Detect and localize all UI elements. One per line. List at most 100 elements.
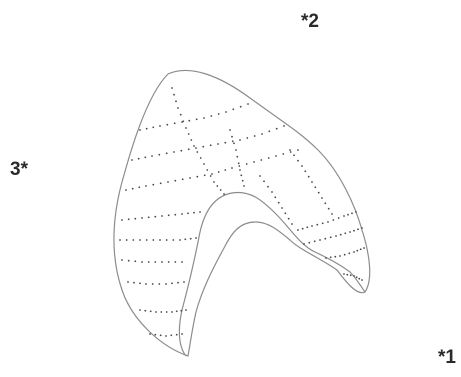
texture-dot bbox=[242, 180, 244, 182]
texture-dot bbox=[160, 311, 162, 313]
texture-dot bbox=[151, 155, 153, 157]
texture-dot bbox=[268, 157, 270, 159]
texture-dot bbox=[328, 208, 330, 210]
texture-dot bbox=[303, 243, 305, 245]
texture-dot bbox=[121, 259, 123, 261]
texture-dot bbox=[276, 128, 278, 130]
texture-dot bbox=[297, 149, 299, 151]
texture-dot bbox=[171, 87, 173, 89]
texture-dot bbox=[356, 276, 358, 278]
texture-dot bbox=[297, 229, 299, 231]
texture-dot bbox=[166, 311, 168, 313]
texture-dot bbox=[324, 202, 326, 204]
texture-dot bbox=[216, 185, 218, 187]
texture-dot bbox=[174, 180, 176, 182]
texture-dot bbox=[260, 159, 262, 161]
texture-dot bbox=[243, 185, 245, 187]
texture-dot bbox=[177, 107, 179, 109]
texture-dot bbox=[159, 239, 161, 241]
texture-dot bbox=[200, 157, 202, 159]
texture-dot bbox=[160, 334, 162, 336]
texture-dot bbox=[193, 212, 195, 214]
texture-dot bbox=[344, 232, 346, 234]
texture-dot bbox=[165, 335, 167, 337]
texture-dot bbox=[330, 236, 332, 238]
texture-dot bbox=[223, 193, 225, 195]
texture-dot bbox=[238, 162, 240, 164]
texture-dot bbox=[275, 155, 277, 157]
texture-dot bbox=[203, 163, 205, 165]
texture-dot bbox=[297, 160, 299, 162]
texture-dot bbox=[176, 334, 178, 336]
texture-dot bbox=[185, 127, 187, 129]
texture-dot bbox=[324, 238, 326, 240]
texture-dot bbox=[224, 169, 226, 171]
texture-dot bbox=[314, 240, 316, 242]
texture-dot bbox=[353, 230, 355, 232]
texture-dot bbox=[139, 282, 141, 284]
texture-dot bbox=[311, 181, 313, 183]
texture-dot bbox=[158, 283, 160, 285]
texture-dot bbox=[195, 147, 197, 149]
texture-dot bbox=[319, 239, 321, 241]
texture-dot bbox=[145, 283, 147, 285]
texture-dot bbox=[190, 139, 192, 141]
texture-dot bbox=[363, 247, 365, 249]
texture-dot bbox=[139, 309, 141, 311]
texture-dot bbox=[152, 239, 154, 241]
texture-dot bbox=[196, 151, 198, 153]
texture-dot bbox=[181, 261, 183, 263]
texture-dot bbox=[233, 142, 235, 144]
texture-dot bbox=[133, 282, 135, 284]
texture-dot bbox=[172, 239, 174, 241]
texture-dot bbox=[239, 139, 241, 141]
texture-dot bbox=[246, 137, 248, 139]
texture-dot bbox=[361, 227, 363, 229]
texture-dot bbox=[206, 169, 208, 171]
texture-dot bbox=[346, 274, 348, 276]
texture-dot bbox=[199, 211, 201, 213]
texture-dot bbox=[179, 239, 181, 241]
texture-dot bbox=[278, 202, 280, 204]
texture-dot bbox=[141, 217, 143, 219]
texture-dot bbox=[195, 237, 197, 239]
texture-dot bbox=[131, 159, 133, 161]
texture-dot bbox=[155, 311, 157, 313]
texture-dot bbox=[274, 196, 276, 198]
texture-dot bbox=[127, 281, 129, 283]
texture-dot bbox=[218, 171, 220, 173]
texture-dot bbox=[165, 283, 167, 285]
texture-dot bbox=[146, 239, 148, 241]
texture-dot bbox=[166, 152, 168, 154]
texture-dot bbox=[235, 149, 237, 151]
texture-dot bbox=[218, 113, 220, 115]
texture-dot bbox=[132, 188, 134, 190]
texture-dot bbox=[358, 278, 360, 280]
texture-dot bbox=[180, 114, 182, 116]
texture-dot bbox=[213, 181, 215, 183]
texture-dot bbox=[128, 260, 130, 262]
texture-dot bbox=[145, 185, 147, 187]
texture-dot bbox=[240, 174, 242, 176]
texture-dot bbox=[210, 115, 212, 117]
texture-dot bbox=[134, 218, 136, 220]
texture-dot bbox=[138, 186, 140, 188]
dot-grid bbox=[119, 87, 365, 337]
texture-dot bbox=[174, 261, 176, 263]
texture-dot bbox=[308, 242, 310, 244]
texture-dot bbox=[180, 310, 182, 312]
texture-dot bbox=[210, 175, 212, 177]
texture-dot bbox=[189, 177, 191, 179]
texture-dot bbox=[183, 281, 185, 283]
texture-dot bbox=[158, 154, 160, 156]
texture-dot bbox=[316, 224, 318, 226]
texture-dot bbox=[134, 260, 136, 262]
texture-dot bbox=[138, 158, 140, 160]
texture-dot bbox=[288, 218, 290, 220]
texture-dot bbox=[148, 216, 150, 218]
texture-dot bbox=[334, 256, 336, 258]
texture-dot bbox=[325, 257, 327, 259]
texture-dot bbox=[311, 225, 313, 227]
texture-dot bbox=[193, 145, 195, 147]
texture-dot bbox=[128, 218, 130, 220]
